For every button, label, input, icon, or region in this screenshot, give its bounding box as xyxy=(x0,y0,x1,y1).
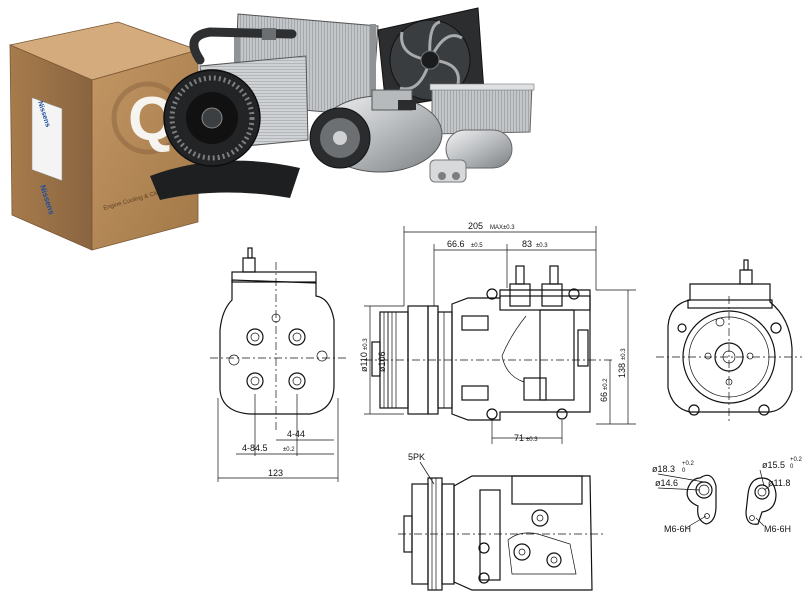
port-left-thread: M6-6H xyxy=(664,524,691,534)
port-right-outer: ø15.5 xyxy=(762,460,785,470)
dim-110-tol: ±0.3 xyxy=(363,338,369,350)
dim-110: ø110 xyxy=(359,352,369,372)
port-right-tol-up: +0.2 xyxy=(790,457,803,463)
dim-66: 66 xyxy=(599,392,609,402)
label-5pk: 5PK xyxy=(408,452,425,462)
dim-66-tol: ±0.2 xyxy=(603,378,609,390)
dim-138-tol: ±0.3 xyxy=(621,348,627,360)
dim-71-tol: ±0.3 xyxy=(526,437,538,443)
port-detail-left: ø18.3 +0.2 0 ø14.6 M6-6H xyxy=(652,461,717,534)
side-view-drawing: 205 MAX±0.3 66.6 ±0.5 83 ±0.3 ø110 ±0.3 … xyxy=(359,221,636,444)
rear-view-drawing: 4-44 4-84.5 ±0.2 123 xyxy=(210,247,346,482)
compressor-photo xyxy=(309,89,443,173)
port-right-tol-down: 0 xyxy=(790,464,794,470)
product-photo: Nissens Nissens Q Engine Cooling & Clima… xyxy=(8,7,535,251)
dim-4-44: 4-44 xyxy=(287,429,305,439)
dim-83: 83 xyxy=(522,239,532,249)
port-left-tol-up: +0.2 xyxy=(682,461,695,467)
dim-66-6-tol: ±0.5 xyxy=(471,243,483,249)
front-view-drawing xyxy=(656,259,802,424)
port-right-thread: M6-6H xyxy=(764,524,791,534)
blower-motor xyxy=(150,69,300,200)
dim-138: 138 xyxy=(617,363,627,378)
port-detail-right: ø15.5 +0.2 0 ø11.8 M6-6H xyxy=(745,457,803,534)
dim-205: 205 xyxy=(468,221,483,231)
dim-4-84-5: 4-84.5 xyxy=(242,443,268,453)
dim-123: 123 xyxy=(268,468,283,478)
dim-4-84-5-tol: ±0.2 xyxy=(283,447,295,453)
dim-205-tol: MAX±0.3 xyxy=(490,225,515,231)
dim-71: 71 xyxy=(514,433,524,443)
receiver-drier xyxy=(429,129,513,183)
radiator-fan xyxy=(377,7,485,109)
lower-view-drawing: 5PK xyxy=(398,452,604,591)
dim-83-tol: ±0.3 xyxy=(536,243,548,249)
port-left-outer: ø18.3 xyxy=(652,464,675,474)
dim-66-6: 66.6 xyxy=(447,239,465,249)
heater-core xyxy=(429,83,535,135)
port-right-inner: ø11.8 xyxy=(768,478,790,488)
port-left-inner: ø14.6 xyxy=(655,478,678,488)
port-left-tol-down: 0 xyxy=(682,468,686,474)
dim-106: ø106 xyxy=(377,351,387,372)
